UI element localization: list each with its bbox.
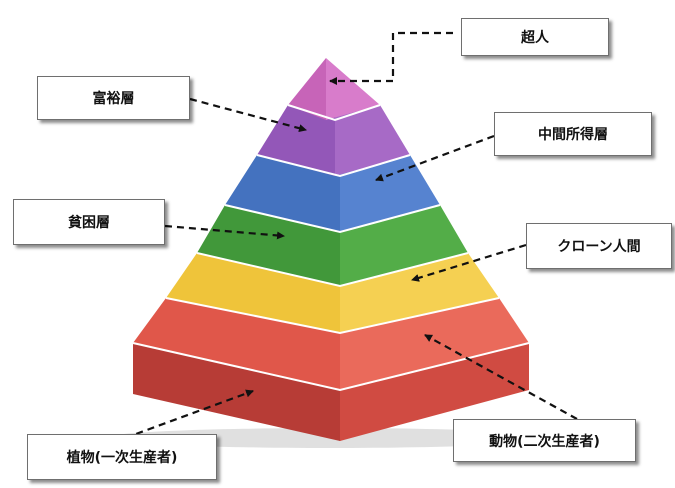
label-animals: 動物(二次生産者) bbox=[453, 419, 636, 462]
layer-middle bbox=[225, 155, 440, 232]
connector-superhuman bbox=[329, 31, 453, 85]
layer-wealthy bbox=[257, 105, 410, 176]
connector-plants bbox=[124, 389, 254, 440]
label-wealthy: 富裕層 bbox=[37, 76, 190, 120]
label-clone-text: クローン人間 bbox=[557, 239, 641, 255]
label-superhuman: 超人 bbox=[461, 18, 609, 56]
label-clone: クローン人間 bbox=[526, 223, 672, 269]
label-animals-text: 動物(二次生産者) bbox=[489, 433, 600, 450]
layer-superhuman bbox=[288, 58, 380, 120]
label-superhuman-text: 超人 bbox=[521, 30, 549, 46]
label-middle-income: 中間所得層 bbox=[494, 112, 652, 156]
layer-poor bbox=[197, 205, 468, 286]
label-wealthy-text: 富裕層 bbox=[92, 91, 135, 107]
label-plants-text: 植物(一次生産者) bbox=[66, 450, 178, 466]
connector-clone bbox=[411, 243, 527, 282]
label-middle-income-text: 中間所得層 bbox=[538, 127, 608, 143]
label-plants: 植物(一次生産者) bbox=[27, 434, 217, 480]
connector-middle bbox=[375, 134, 495, 182]
connector-animals bbox=[424, 334, 578, 420]
connector-poor bbox=[164, 224, 285, 240]
connector-wealthy bbox=[189, 97, 307, 133]
label-poor: 貧困層 bbox=[13, 199, 165, 245]
label-poor-text: 貧困層 bbox=[68, 215, 110, 231]
